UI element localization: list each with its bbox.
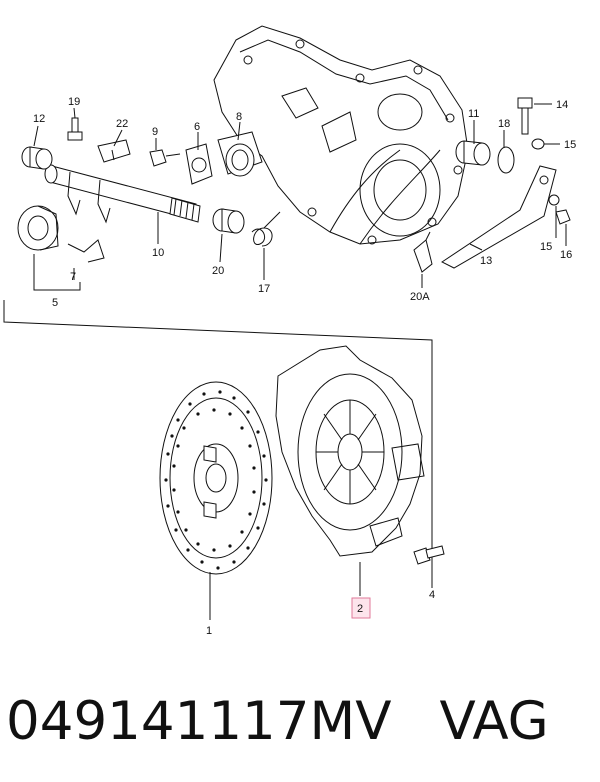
callout-17: 17 [258,283,270,295]
callout-5: 5 [52,297,58,309]
clutch-disc-1 [159,381,273,575]
bushing-11 [455,140,491,166]
bolt-14 [517,97,533,135]
callout-15-upper: 15 [564,139,576,151]
callout-8: 8 [236,111,242,123]
leader-lines-bottom [209,562,433,620]
bolt-4 [413,545,445,565]
guide-sleeve-8 [217,131,263,177]
washer-15-upper [531,138,545,150]
pressure-plate-2 [275,345,425,557]
clip-20a [413,231,433,273]
bushing-12 [21,146,53,170]
clutch-lever-13 [441,165,557,269]
release-shaft [44,164,201,224]
callout-11: 11 [468,108,479,120]
callout-18: 18 [498,118,510,130]
callout-1: 1 [206,625,212,637]
seal-ring-18 [497,146,515,174]
spring-17 [251,211,281,247]
callout-10: 10 [152,247,164,259]
release-bearing-5 [17,205,59,251]
callout-20a: 20A [410,291,430,303]
washer-15-lower [548,194,560,206]
leader-lines-top [33,103,567,291]
part-number: 049141117MV [6,691,392,752]
callout-6: 6 [194,121,200,133]
part-caption: 049141117MV VAG [6,672,600,772]
callout-7: 7 [70,271,76,283]
sleeve-22 [97,139,131,163]
callout-20: 20 [212,265,224,277]
callout-4: 4 [429,589,435,601]
callout-16: 16 [560,249,572,261]
callout-14: 14 [556,99,568,111]
nut-16 [555,209,571,225]
bushing-20 [212,208,245,234]
nut-9 [149,149,181,167]
gasket-6 [185,143,213,185]
bolt-19 [67,117,83,141]
callout-2: 2 [357,603,363,615]
assembly-boundary [3,300,433,588]
callout-15-lower: 15 [540,241,552,253]
disc-rivet-pattern [164,390,268,570]
callout-12: 12 [33,113,45,125]
callout-2-highlight [351,597,371,619]
exploded-parts-diagram: 12 19 22 9 6 8 11 18 14 15 15 16 13 20A … [3,25,576,637]
brand-name: VAG [439,691,549,752]
clip-7 [67,239,105,263]
callout-22: 22 [116,118,128,130]
callout-9: 9 [152,126,158,138]
callout-13: 13 [480,255,492,267]
callout-19: 19 [68,96,80,108]
callout-labels: 12 19 22 9 6 8 11 18 14 15 15 16 13 20A … [33,96,576,637]
